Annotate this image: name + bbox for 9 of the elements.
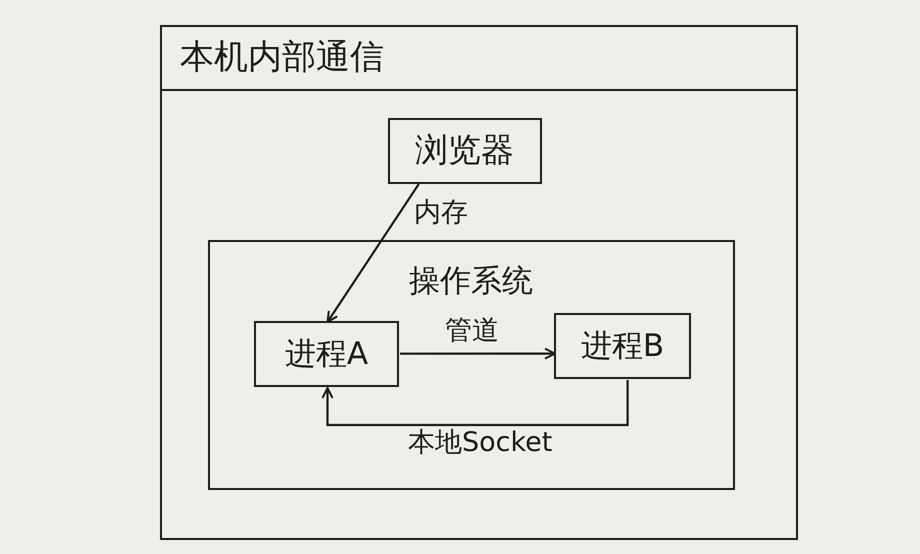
box-heading: 操作系统 — [409, 264, 533, 298]
container-box — [208, 240, 734, 490]
process-box: 进程A — [254, 321, 399, 387]
arrow — [326, 183, 420, 323]
panel-heading: 本机内部通信 — [180, 39, 384, 76]
arrow — [400, 348, 556, 360]
process-box: 浏览器 — [388, 118, 542, 184]
arrow — [322, 380, 629, 426]
process-box: 进程B — [554, 313, 691, 379]
